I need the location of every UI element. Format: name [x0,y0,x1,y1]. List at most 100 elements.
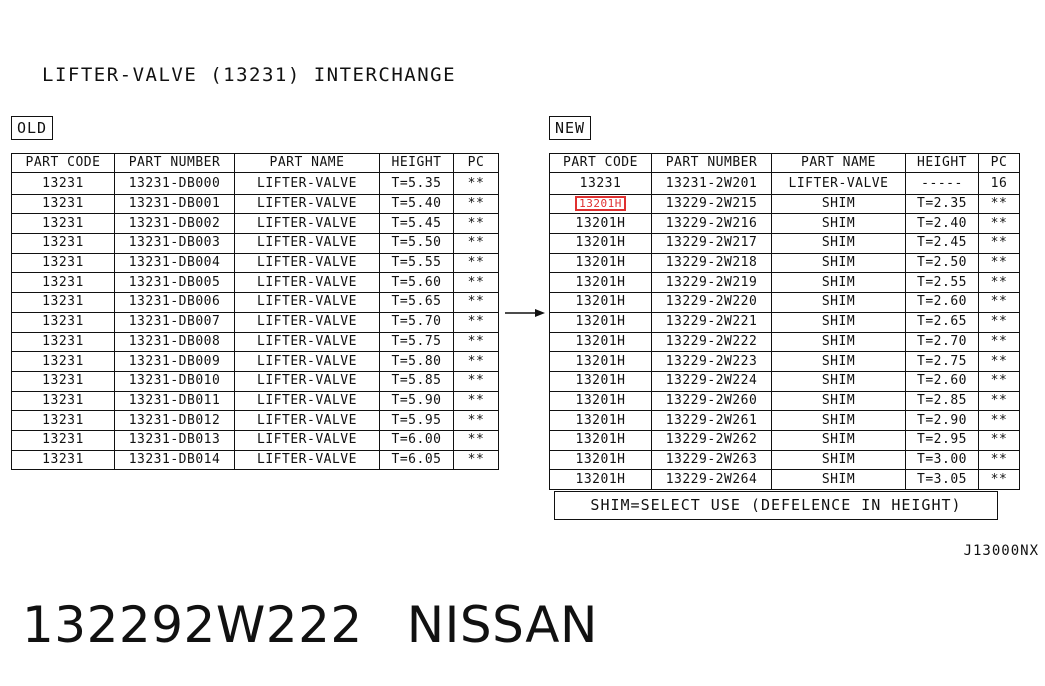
table-cell: 13231 [11,410,115,431]
table-cell: T=5.35 [379,172,454,195]
table-cell: 13229-2W264 [651,469,772,490]
table-cell: ** [978,233,1020,254]
table-cell: T=2.95 [905,429,979,451]
table-cell: T=2.90 [905,410,979,431]
table-cell: 13231-DB009 [114,351,235,372]
footer-brand: NISSAN [406,596,598,654]
table-cell: 13201H [549,292,652,313]
table-cell: 13201H [549,370,652,392]
table-cell: 13201H [549,193,652,214]
table-cell: T=3.00 [905,449,979,470]
table-cell: 13229-2W218 [651,252,772,273]
table-cell: T=5.90 [379,390,454,411]
shim-note: SHIM=SELECT USE (DEFELENCE IN HEIGHT) [554,491,998,520]
table-cell: T=6.00 [379,429,454,451]
table-cell: 13231 [11,449,115,471]
table-cell: 13229-2W261 [651,410,772,431]
table-cell: SHIM [771,410,906,431]
table-cell: SHIM [771,233,906,254]
table-cell: 13231-DB010 [114,370,235,392]
table-cell: T=5.60 [379,272,454,293]
table-cell: 13231-DB004 [114,252,235,273]
column-header: PART CODE [549,153,652,173]
table-cell: 13201H [549,331,652,352]
table-cell: 13229-2W260 [651,390,772,411]
table-cell: LIFTER-VALVE [234,331,380,352]
table-cell: T=5.55 [379,252,454,273]
table-cell: T=5.40 [379,193,454,214]
table-cell: T=3.05 [905,469,979,490]
table-cell: LIFTER-VALVE [234,351,380,372]
table-cell: 13231 [11,311,115,332]
table-cell: ** [978,390,1020,411]
table-cell: SHIM [771,292,906,313]
table-cell: 13229-2W217 [651,233,772,254]
table-cell: SHIM [771,252,906,273]
table-cell: ** [978,410,1020,431]
table-cell: LIFTER-VALVE [234,311,380,332]
table-cell: 13231 [11,233,115,254]
column-header: PART NAME [771,153,906,173]
table-cell: T=2.75 [905,351,979,372]
table-cell: 13201H [549,390,652,411]
table-cell: 13231-DB008 [114,331,235,352]
table-cell: 13231-DB013 [114,429,235,451]
table-cell: T=2.45 [905,233,979,254]
table-cell: ** [453,449,499,471]
table-cell: LIFTER-VALVE [234,252,380,273]
table-cell: T=2.60 [905,292,979,313]
table-cell: ** [978,331,1020,352]
new-label: NEW [549,116,592,140]
table-cell: 13201H [549,351,652,372]
table-cell: 13229-2W263 [651,449,772,470]
table-cell: ** [978,193,1020,214]
table-cell: SHIM [771,469,906,490]
drawing-code: J13000NX [963,543,1039,559]
table-cell: 13231 [11,429,115,451]
table-cell: ** [453,311,499,332]
table-cell: SHIM [771,272,906,293]
table-cell: 13229-2W215 [651,193,772,214]
new-parts-table: PART CODE PART NUMBER PART NAME HEIGHT P… [549,153,1020,490]
table-cell: 13231 [11,370,115,392]
table-cell: LIFTER-VALVE [234,449,380,471]
table-cell: 13201H [549,429,652,451]
table-cell: ** [453,252,499,273]
table-cell: ** [978,272,1020,293]
table-cell: 13231 [11,331,115,352]
table-cell: 13231 [11,213,115,234]
table-cell: ** [453,331,499,352]
table-cell: SHIM [771,213,906,234]
table-cell: 13231 [11,172,115,195]
table-cell: 16 [978,172,1020,195]
table-cell: T=2.55 [905,272,979,293]
table-cell: T=5.95 [379,410,454,431]
table-cell: 13231-DB011 [114,390,235,411]
table-cell: 13201H [549,233,652,254]
table-cell: SHIM [771,449,906,470]
table-cell: LIFTER-VALVE [234,233,380,254]
table-cell: LIFTER-VALVE [234,292,380,313]
table-cell: T=5.65 [379,292,454,313]
table-cell: ** [453,292,499,313]
table-cell: 13231-DB007 [114,311,235,332]
table-cell: ----- [905,172,979,195]
table-cell: 13231-DB000 [114,172,235,195]
table-cell: 13229-2W221 [651,311,772,332]
